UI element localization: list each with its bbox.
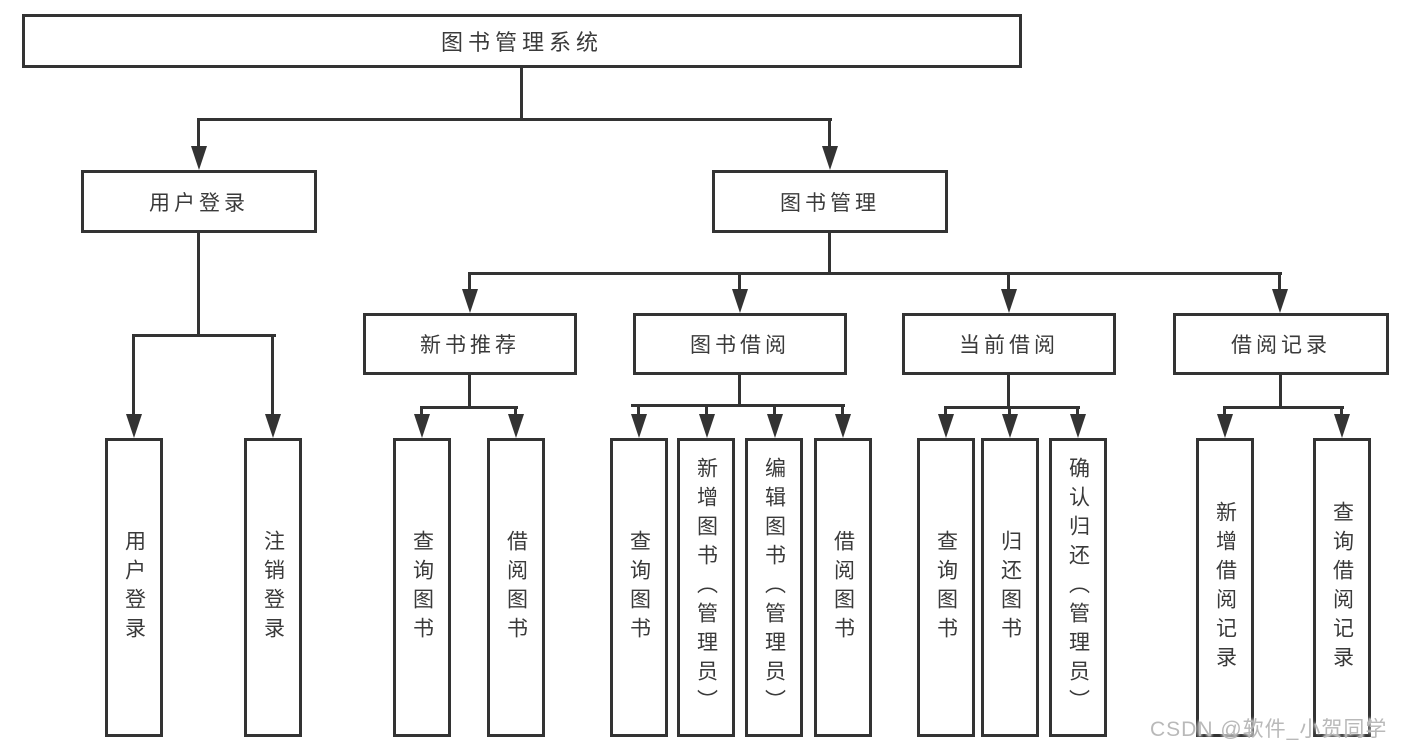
connector-line bbox=[132, 334, 135, 416]
connector-line bbox=[1279, 375, 1282, 409]
connector-line bbox=[197, 233, 200, 337]
connector-line bbox=[1340, 406, 1343, 418]
connector-line bbox=[514, 406, 517, 418]
connector-line bbox=[705, 404, 708, 418]
leaf-borrow-books: 借阅图书 bbox=[814, 438, 872, 737]
leaf-borrow-books-recommend: 借阅图书 bbox=[487, 438, 545, 737]
csdn-watermark: CSDN @软件_小贺同学 bbox=[1150, 718, 1388, 741]
connector-line bbox=[1007, 272, 1010, 292]
connector-line bbox=[631, 404, 845, 407]
arrow-down-icon bbox=[1001, 289, 1017, 313]
connector-line bbox=[637, 404, 640, 418]
leaf-return-book: 归还图书 bbox=[981, 438, 1039, 737]
connector-line bbox=[944, 406, 947, 418]
connector-line bbox=[738, 272, 741, 292]
arrow-down-icon bbox=[835, 414, 851, 438]
arrow-down-icon bbox=[1070, 414, 1086, 438]
arrow-down-icon bbox=[1272, 289, 1288, 313]
arrow-down-icon bbox=[126, 414, 142, 438]
connector-line bbox=[197, 118, 200, 148]
connector-line bbox=[468, 272, 471, 292]
arrow-down-icon bbox=[822, 146, 838, 170]
connector-line bbox=[773, 404, 776, 418]
connector-line bbox=[1278, 272, 1281, 292]
leaf-user-login: 用户登录 bbox=[105, 438, 163, 737]
connector-line bbox=[1008, 406, 1011, 418]
connector-line bbox=[738, 375, 741, 407]
node-user-login: 用户登录 bbox=[81, 170, 317, 233]
arrow-down-icon bbox=[938, 414, 954, 438]
arrow-down-icon bbox=[1002, 414, 1018, 438]
node-new-book-recommend: 新书推荐 bbox=[363, 313, 577, 375]
node-root: 图书管理系统 bbox=[22, 14, 1022, 68]
leaf-logout: 注销登录 bbox=[244, 438, 302, 737]
connector-line bbox=[841, 404, 844, 418]
leaf-confirm-return-admin: 确认归还（管理员） bbox=[1049, 438, 1107, 737]
connector-line bbox=[1076, 406, 1079, 418]
connector-line bbox=[520, 68, 523, 120]
connector-line bbox=[944, 406, 1080, 409]
leaf-edit-book-admin: 编辑图书（管理员） bbox=[745, 438, 803, 737]
connector-line bbox=[468, 375, 471, 409]
connector-line bbox=[828, 233, 831, 275]
connector-line bbox=[1007, 375, 1010, 409]
node-book-management: 图书管理 bbox=[712, 170, 948, 233]
leaf-query-borrow-record: 查询借阅记录 bbox=[1313, 438, 1371, 737]
arrow-down-icon bbox=[265, 414, 281, 438]
connector-line bbox=[1223, 406, 1344, 409]
arrow-down-icon bbox=[699, 414, 715, 438]
arrow-down-icon bbox=[414, 414, 430, 438]
connector-line bbox=[420, 406, 423, 418]
connector-line bbox=[420, 406, 518, 409]
node-book-borrow: 图书借阅 bbox=[633, 313, 847, 375]
arrow-down-icon bbox=[1217, 414, 1233, 438]
leaf-add-borrow-record: 新增借阅记录 bbox=[1196, 438, 1254, 737]
node-current-borrow: 当前借阅 bbox=[902, 313, 1116, 375]
arrow-down-icon bbox=[508, 414, 524, 438]
arrow-down-icon bbox=[732, 289, 748, 313]
leaf-query-books-recommend: 查询图书 bbox=[393, 438, 451, 737]
leaf-query-books-current: 查询图书 bbox=[917, 438, 975, 737]
node-borrow-records: 借阅记录 bbox=[1173, 313, 1389, 375]
connector-line bbox=[828, 118, 831, 148]
arrow-down-icon bbox=[767, 414, 783, 438]
connector-line bbox=[197, 118, 832, 121]
arrow-down-icon bbox=[631, 414, 647, 438]
arrow-down-icon bbox=[1334, 414, 1350, 438]
leaf-add-book-admin: 新增图书（管理员） bbox=[677, 438, 735, 737]
connector-line bbox=[468, 272, 1282, 275]
connector-line bbox=[1223, 406, 1226, 418]
leaf-query-books-borrow: 查询图书 bbox=[610, 438, 668, 737]
arrow-down-icon bbox=[462, 289, 478, 313]
arrow-down-icon bbox=[191, 146, 207, 170]
connector-line bbox=[133, 334, 276, 337]
connector-line bbox=[271, 334, 274, 416]
